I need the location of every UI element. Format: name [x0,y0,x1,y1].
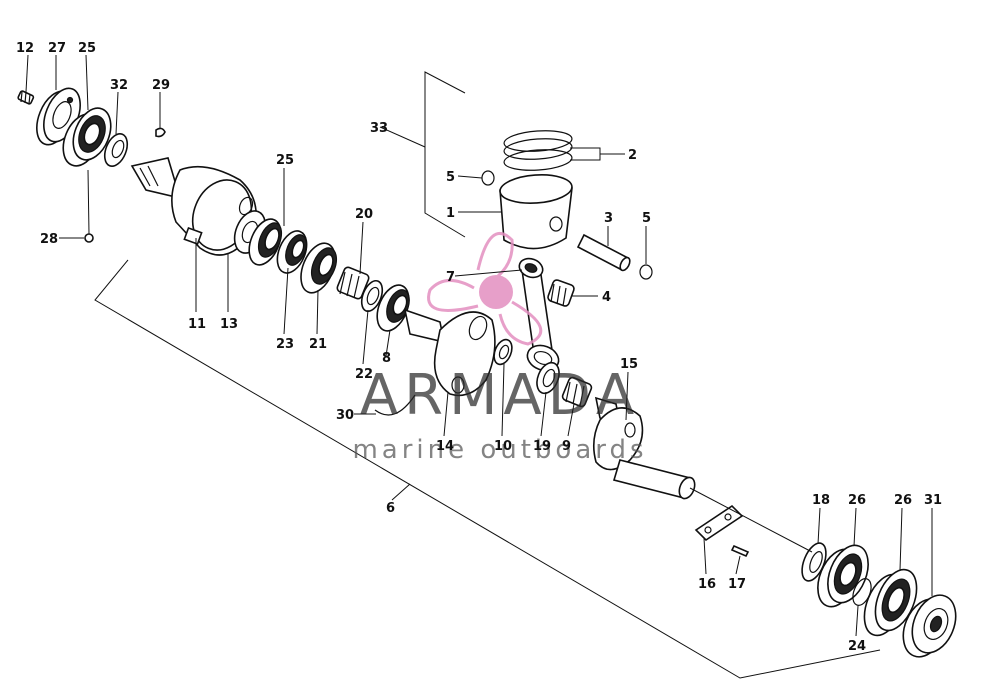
needle-bearing-4 [547,279,575,307]
clip-5-top [481,170,495,186]
label-9: 9 [562,439,571,454]
label-30: 30 [336,408,354,423]
wrist-pin-3 [576,233,631,272]
label-25: 25 [78,41,96,56]
label-2: 2 [628,148,637,163]
label-11: 11 [188,317,206,332]
label-15: 15 [620,357,638,372]
label-28: 28 [40,232,58,247]
crankshaft-right-half [536,361,750,558]
label-6: 6 [386,501,395,516]
label-18: 18 [812,493,830,508]
bearing-25-mid [248,218,283,266]
plate-16 [694,504,744,542]
bearing-26-right [863,568,918,637]
label-31: 31 [924,493,942,508]
group-brackets [94,71,881,679]
label-5: 5 [642,211,651,226]
bearing-25-left [62,107,112,167]
bearing-21 [300,242,338,294]
circlip-30 [374,394,416,416]
seal-31 [902,594,957,658]
right-end-parts [801,542,957,658]
label-19: 19 [533,439,551,454]
label-26: 26 [848,493,866,508]
watermark-logo [427,232,543,346]
axis-line [689,487,813,553]
label-20: 20 [355,207,373,222]
leader-lines [25,54,933,637]
watermark-tagline: marine outboards [352,435,647,465]
label-17: 17 [728,577,746,592]
label-1: 1 [446,206,455,221]
watermark: ARMADA marine outboards [352,232,647,465]
label-13: 13 [220,317,238,332]
bearing-23 [276,230,308,274]
left-end-parts [17,87,166,243]
label-12: 12 [16,41,34,56]
label-5: 5 [446,170,455,185]
washer-32 [103,132,129,168]
bearing-stack-left [248,218,410,332]
label-22: 22 [355,367,373,382]
label-24: 24 [848,639,866,654]
label-21: 21 [309,337,327,352]
watermark-brand: ARMADA [360,363,640,428]
label-23: 23 [276,337,294,352]
key-29 [155,127,166,138]
label-25: 25 [276,153,294,168]
label-3: 3 [604,211,613,226]
clip-5-right [639,264,653,280]
screw-17 [730,544,750,558]
label-26: 26 [894,493,912,508]
piston-1 [499,174,573,250]
connecting-rod-assembly [481,130,653,372]
label-16: 16 [698,577,716,592]
ring-22 [360,279,384,313]
label-27: 27 [48,41,66,56]
label-33: 33 [370,121,388,136]
washer-10 [493,338,513,366]
bearing-26-left [817,544,869,608]
screw-12 [17,90,35,105]
part-labels: 12 27 25 32 29 28 11 13 25 23 21 20 22 8… [16,41,942,654]
roller-9 [561,376,593,408]
label-10: 10 [494,439,512,454]
label-14: 14 [436,439,454,454]
pin-28 [84,233,94,243]
label-7: 7 [446,270,455,285]
piston-rings-2 [503,130,573,171]
bearing-8 [376,284,410,332]
label-4: 4 [602,290,611,305]
label-29: 29 [152,78,170,93]
label-32: 32 [110,78,128,93]
crankshaft-centre [374,308,513,416]
ring-19 [536,361,560,395]
roller-20 [336,266,370,300]
label-8: 8 [382,351,391,366]
